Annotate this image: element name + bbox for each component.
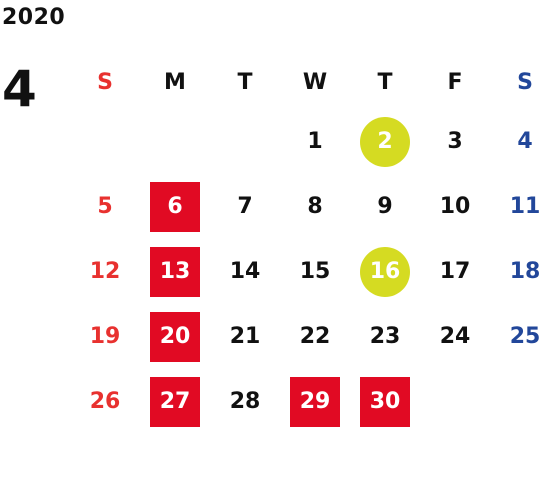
calendar-day: 24 [420, 304, 490, 369]
calendar-day: 30 [350, 369, 420, 434]
day-number: 19 [89, 324, 121, 349]
calendar-empty-cell [140, 109, 210, 174]
calendar-day: 20 [140, 304, 210, 369]
calendar-day: 21 [210, 304, 280, 369]
calendar-day: 25 [490, 304, 548, 369]
day-number: 2 [360, 116, 410, 167]
calendar-empty-cell [490, 369, 548, 434]
weekday-header-friday: F [447, 69, 463, 95]
calendar-day: 17 [420, 239, 490, 304]
day-number [220, 117, 270, 167]
day-number: 8 [307, 194, 323, 219]
weekday-header-wednesday: W [302, 69, 328, 95]
calendar-day: 3 [420, 109, 490, 174]
calendar-day: 5 [70, 174, 140, 239]
calendar-day: 2 [350, 109, 420, 174]
year-label: 2020 [2, 5, 66, 30]
day-number: 14 [229, 259, 261, 284]
calendar-day: 6 [140, 174, 210, 239]
day-number: 11 [509, 194, 541, 219]
day-number: 21 [229, 324, 261, 349]
day-number: 26 [89, 389, 121, 414]
day-number: 10 [439, 194, 471, 219]
day-number: 17 [439, 259, 471, 284]
calendar-empty-cell [70, 109, 140, 174]
day-number: 27 [150, 376, 200, 427]
day-number: 15 [299, 259, 331, 284]
day-number: 16 [360, 246, 410, 297]
calendar-day: 9 [350, 174, 420, 239]
day-number: 30 [360, 376, 410, 427]
weekday-header-thursday: T [377, 69, 393, 95]
day-number: 4 [517, 129, 533, 154]
calendar-day: 10 [420, 174, 490, 239]
calendar-day: 29 [280, 369, 350, 434]
day-number: 20 [150, 311, 200, 362]
calendar-day: 19 [70, 304, 140, 369]
day-number: 1 [307, 129, 323, 154]
day-number: 24 [439, 324, 471, 349]
calendar-day: 14 [210, 239, 280, 304]
calendar-day: 15 [280, 239, 350, 304]
day-number: 3 [447, 129, 463, 154]
calendar-day: 23 [350, 304, 420, 369]
calendar-day: 11 [490, 174, 548, 239]
weekday-header-saturday: S [517, 69, 533, 95]
day-number [80, 117, 130, 167]
day-number: 7 [237, 194, 253, 219]
day-number: 23 [369, 324, 401, 349]
weekday-header-monday: M [164, 69, 186, 95]
day-number: 25 [509, 324, 541, 349]
calendar-day: 4 [490, 109, 548, 174]
day-number [500, 377, 548, 427]
day-number: 5 [97, 194, 113, 219]
day-number: 6 [150, 181, 200, 232]
day-number: 28 [229, 389, 261, 414]
calendar-day: 7 [210, 174, 280, 239]
day-number: 18 [509, 259, 541, 284]
calendar-day: 18 [490, 239, 548, 304]
calendar-day: 22 [280, 304, 350, 369]
month-label: 4 [2, 60, 37, 118]
calendar-day: 28 [210, 369, 280, 434]
day-number: 22 [299, 324, 331, 349]
calendar-day: 12 [70, 239, 140, 304]
calendar-empty-cell [420, 369, 490, 434]
day-number: 29 [290, 376, 340, 427]
calendar-day: 1 [280, 109, 350, 174]
weekday-header-tuesday: T [237, 69, 253, 95]
day-number: 9 [377, 194, 393, 219]
day-number: 12 [89, 259, 121, 284]
calendar-day: 27 [140, 369, 210, 434]
calendar-empty-cell [210, 109, 280, 174]
weekday-header-sunday: S [97, 69, 113, 95]
day-number: 13 [150, 246, 200, 297]
calendar-day: 26 [70, 369, 140, 434]
calendar-day: 8 [280, 174, 350, 239]
day-number [150, 117, 200, 167]
day-number [430, 377, 480, 427]
calendar-day: 16 [350, 239, 420, 304]
calendar-day: 13 [140, 239, 210, 304]
